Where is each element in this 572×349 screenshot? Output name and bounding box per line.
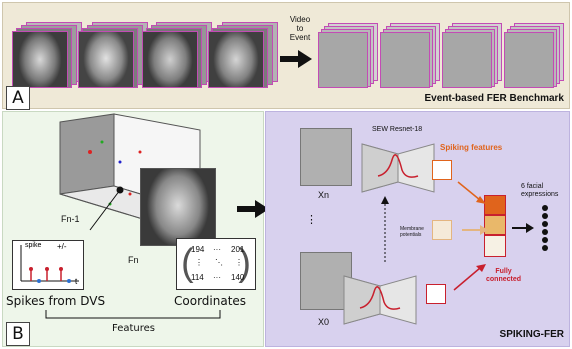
spike-y-label: spike: [25, 242, 42, 249]
fully-connected-stack: [484, 195, 508, 261]
arrow-text-line-2: to: [296, 24, 304, 33]
x0-frame: [300, 252, 352, 310]
frame-pointer: [89, 186, 124, 231]
frames-ellipsis: ⋮: [306, 214, 317, 226]
matrix-cell: 140: [231, 273, 245, 282]
spiking-fer-title: SPIKING-FER: [499, 329, 564, 340]
matrix-right-paren: ): [238, 242, 251, 284]
fc-block: [484, 235, 506, 257]
fc-label-2: connected: [486, 276, 522, 283]
membrane-label: Membrane potentials: [400, 226, 424, 238]
spike-plot-axes: [20, 245, 79, 283]
arrow-text-line-3: Event: [289, 33, 311, 42]
fully-connected-label: Fully connected: [486, 268, 521, 284]
matrix-cell: ⋮: [195, 258, 203, 267]
frame-label: Fn: [128, 255, 139, 265]
coordinates-caption: Coordinates: [174, 294, 247, 308]
resnet-block-bottom: [343, 275, 417, 325]
panel-a-letter: A: [6, 86, 30, 110]
matrix-cell: 201: [231, 245, 245, 254]
face-stack-1: [12, 22, 84, 88]
resnet-label: SEW Resnet-18: [372, 126, 423, 133]
spike-polarity-label: +/-: [57, 242, 67, 251]
feature-cube-top: [432, 160, 452, 180]
output-neurons: [542, 205, 548, 251]
matrix-cell: ⋮: [235, 258, 243, 267]
output-label-1: 6 facial: [521, 183, 544, 190]
event-stack-4: [504, 23, 566, 89]
spike-plot: spike +/- t: [12, 240, 84, 290]
feature-cube-bottom: [426, 284, 446, 304]
arrow-right-icon: [237, 200, 269, 218]
frame-fn-image: [140, 168, 216, 246]
matrix-cell: ···: [213, 273, 221, 282]
matrix-left-paren: (: [181, 242, 194, 284]
face-stack-3: [142, 22, 214, 88]
features-label: Features: [112, 323, 155, 334]
membrane-label-2: potentials: [400, 232, 422, 238]
panel-b-letter: B: [6, 322, 30, 346]
output-arrow-icon: [512, 223, 534, 233]
resnet-block-top: [361, 143, 435, 193]
event-stack-1: [318, 23, 380, 89]
x0-label: X0: [318, 317, 330, 327]
spiking-features-label: Spiking features: [440, 143, 503, 152]
frame-prev-label: Fn-1: [61, 214, 80, 224]
feature-cube-mid: [432, 220, 452, 240]
fc-block: [484, 195, 506, 215]
output-label: 6 facial expressions: [521, 183, 558, 199]
feature-arrows: [453, 181, 488, 291]
membrane-dotted-arrow: [381, 196, 389, 262]
fc-label-1: Fully: [495, 268, 512, 275]
output-label-2: expressions: [521, 191, 559, 198]
panel-a-title: Event-based FER Benchmark: [424, 93, 565, 104]
matrix-cell: ⋱: [215, 258, 223, 267]
features-bracket: [45, 310, 221, 319]
membrane-label-1: Membrane: [400, 226, 424, 232]
xn-frame: [300, 128, 352, 186]
event-stack-2: [380, 23, 442, 89]
arrow-text-line-1: Video: [289, 15, 311, 24]
xn-label: Xn: [318, 190, 330, 200]
matrix-cell: 194: [191, 245, 205, 254]
spike-x-label: t: [75, 277, 78, 286]
face-stack-4: [208, 22, 280, 88]
fc-block: [484, 215, 506, 235]
coordinates-matrix: ( ) 194 ··· 201 ⋮ ⋱ ⋮ 114 ··· 140: [176, 238, 256, 290]
matrix-cell: ···: [213, 245, 221, 254]
spikes-caption: Spikes from DVS: [6, 294, 106, 308]
event-stack-3: [442, 23, 504, 89]
face-stack-2: [78, 22, 150, 88]
arrow-right-icon: [280, 50, 312, 68]
video-to-event-label: Video to Event: [281, 15, 319, 42]
matrix-cell: 114: [191, 273, 204, 282]
